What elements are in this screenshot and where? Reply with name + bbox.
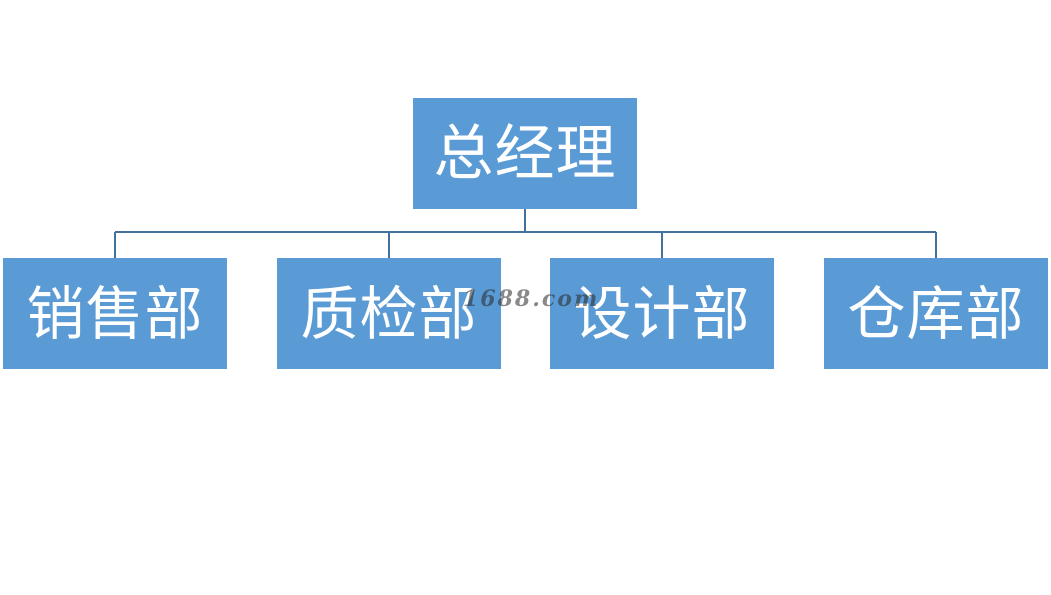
node-quality-dept: 质检部 (277, 258, 501, 369)
node-label: 质检部 (300, 279, 478, 348)
node-sales-dept: 销售部 (3, 258, 227, 369)
node-design-dept: 设计部 (550, 258, 774, 369)
node-label: 总经理 (433, 118, 617, 189)
node-general-manager: 总经理 (413, 98, 637, 209)
node-label: 仓库部 (847, 279, 1025, 348)
node-warehouse-dept: 仓库部 (824, 258, 1048, 369)
node-label: 销售部 (26, 279, 204, 348)
node-label: 设计部 (573, 279, 751, 348)
